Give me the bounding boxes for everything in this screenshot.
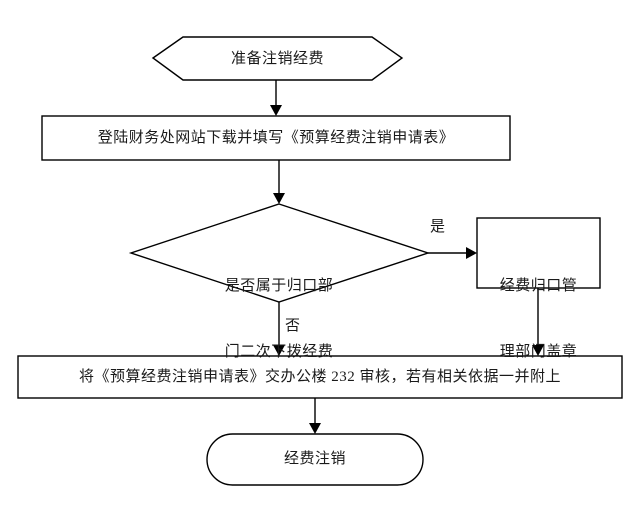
edge-label-no: 否 (285, 318, 301, 334)
arrowhead-download-to-decision (273, 193, 285, 204)
edge-label-yes: 是 (430, 219, 446, 235)
node-shape-download[interactable] (41, 115, 511, 161)
arrowhead-seal-to-submit (532, 345, 544, 356)
node-shape-decision[interactable] (128, 203, 431, 303)
arrowhead-decision-to-submit (273, 345, 285, 356)
arrowhead-submit-to-end (309, 423, 321, 434)
node-shape-end[interactable] (206, 433, 424, 486)
node-shape-start[interactable] (151, 36, 404, 81)
node-shape-submit[interactable] (17, 355, 623, 399)
node-shape-seal[interactable] (476, 217, 601, 289)
arrowhead-start-to-download (270, 105, 282, 116)
arrowhead-decision-to-seal (466, 247, 477, 259)
